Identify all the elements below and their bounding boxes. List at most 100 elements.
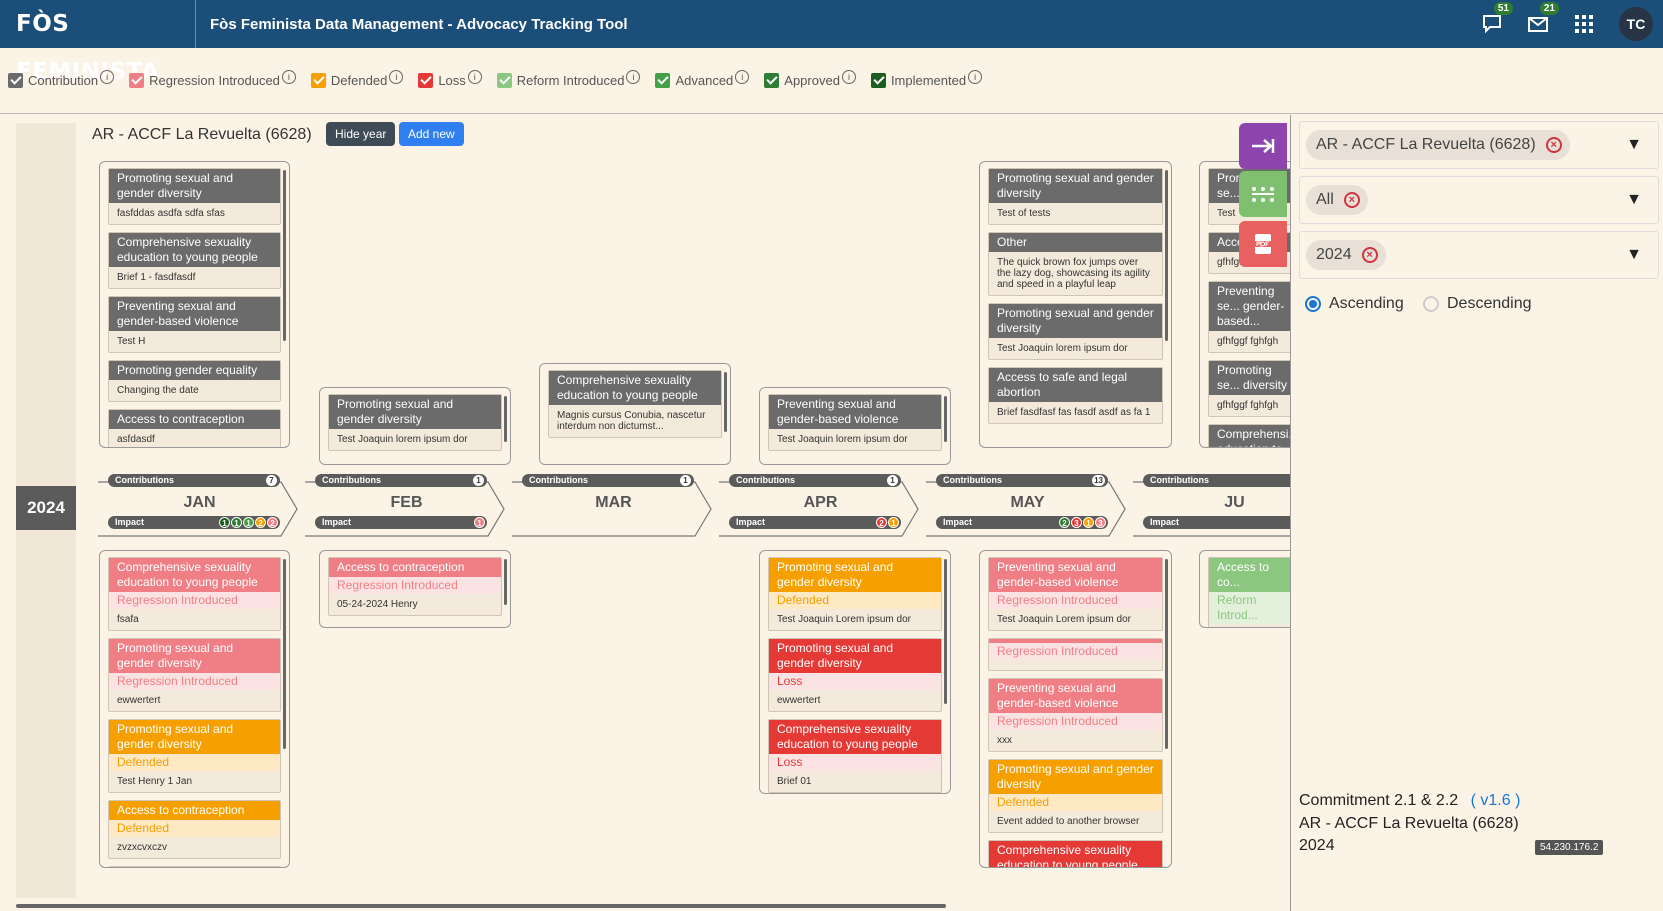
info-icon[interactable]: i [389,69,404,84]
month-name[interactable]: JAN [183,494,216,511]
checkbox-checked-icon[interactable] [129,73,145,88]
impact-card[interactable]: Comprehensive sexuality education to you… [768,719,942,793]
month-name[interactable]: FEB [390,494,423,511]
vertical-scrollbar[interactable] [283,170,286,341]
info-icon[interactable]: i [735,69,750,84]
info-icon[interactable]: i [626,69,641,84]
pdf-export-button[interactable] [1239,221,1287,267]
dropdown-caret-icon[interactable]: ▼ [1626,246,1642,263]
descending-radio[interactable]: Descending [1423,295,1532,313]
logo[interactable]: FÒS FEMINISTA [0,0,196,85]
collapse-panel-button[interactable] [1239,123,1287,169]
impact-card[interactable]: Regression Introduced [988,638,1163,671]
vertical-scrollbar[interactable] [724,372,727,432]
hide-year-button[interactable]: Hide year [326,122,396,146]
info-icon[interactable]: i [968,69,983,84]
contribution-card[interactable]: Comprehensive sexuality education to you… [108,232,281,289]
contribution-card[interactable]: Preventing sexual and gender-based viole… [108,296,281,353]
month-name[interactable]: APR [803,494,838,511]
checkbox-checked-icon[interactable] [418,73,434,88]
type-select[interactable]: All× ▼ [1299,176,1659,224]
checkbox-checked-icon[interactable] [496,73,512,88]
add-new-button[interactable]: Add new [399,122,464,146]
checkbox-checked-icon[interactable] [655,73,671,88]
horizontal-scrollbar[interactable] [16,904,946,908]
impacts-jun[interactable]: Access to co...Reform Introd...05-24-202… [1199,550,1290,628]
checkbox-checked-icon[interactable] [764,73,780,88]
vertical-scrollbar[interactable] [944,396,947,442]
checkbox-checked-icon[interactable] [310,73,326,88]
remove-icon[interactable]: × [1343,192,1360,208]
remove-icon[interactable]: × [1545,137,1562,153]
dropdown-caret-icon[interactable]: ▼ [1626,136,1642,153]
remove-icon[interactable]: × [1361,247,1378,263]
impact-card[interactable]: Other [108,866,281,867]
info-icon[interactable]: i [281,69,296,84]
chat-icon[interactable]: 51 [1481,2,1513,35]
month-name[interactable]: MAR [595,494,632,511]
impact-card[interactable]: Access to co...Reform Introd...05-24-202… [1208,557,1290,627]
vertical-scrollbar[interactable] [1165,170,1168,341]
year-select[interactable]: 2024× ▼ [1299,231,1659,279]
info-icon[interactable]: i [100,69,115,84]
checkbox-checked-icon[interactable] [8,73,23,88]
impact-card[interactable]: Comprehensive sexuality education to you… [108,557,281,631]
apps-grid-icon[interactable] [1573,13,1595,35]
contributions-mar[interactable]: Comprehensive sexuality education to you… [539,363,731,465]
month-name[interactable]: JU [1224,494,1245,511]
impacts-may[interactable]: Preventing sexual and gender-based viole… [979,550,1172,868]
contributions-strip[interactable]: Contributions [1143,474,1290,487]
vertical-scrollbar[interactable] [944,559,947,705]
contribution-card[interactable]: Preventing se... gender-based...gfhfggf … [1208,281,1290,353]
month-name[interactable]: MAY [1010,494,1045,511]
info-icon[interactable]: i [841,69,856,84]
impact-card[interactable]: Comprehensive sexuality education to you… [988,840,1163,867]
impacts-jan[interactable]: Comprehensive sexuality education to you… [99,550,290,868]
grid-view-button[interactable] [1239,171,1287,217]
avatar[interactable]: TC [1619,7,1653,41]
checkbox-checked-icon[interactable] [870,73,886,88]
contribution-card[interactable]: Comprehensive sexuality education to you… [548,370,722,438]
contribution-card[interactable]: Preventing sexual and gender-based viole… [768,394,942,451]
vertical-scrollbar[interactable] [504,396,507,442]
impact-card[interactable]: Preventing sexual and gender-based viole… [988,678,1163,752]
ascending-radio[interactable]: Ascending [1305,295,1404,313]
version-label[interactable]: ( v1.6 ) [1470,792,1521,809]
contributions-apr[interactable]: Preventing sexual and gender-based viole… [759,387,951,465]
mail-icon[interactable]: 21 [1527,2,1559,35]
org-select[interactable]: AR - ACCF La Revuelta (6628)× ▼ [1299,121,1659,169]
